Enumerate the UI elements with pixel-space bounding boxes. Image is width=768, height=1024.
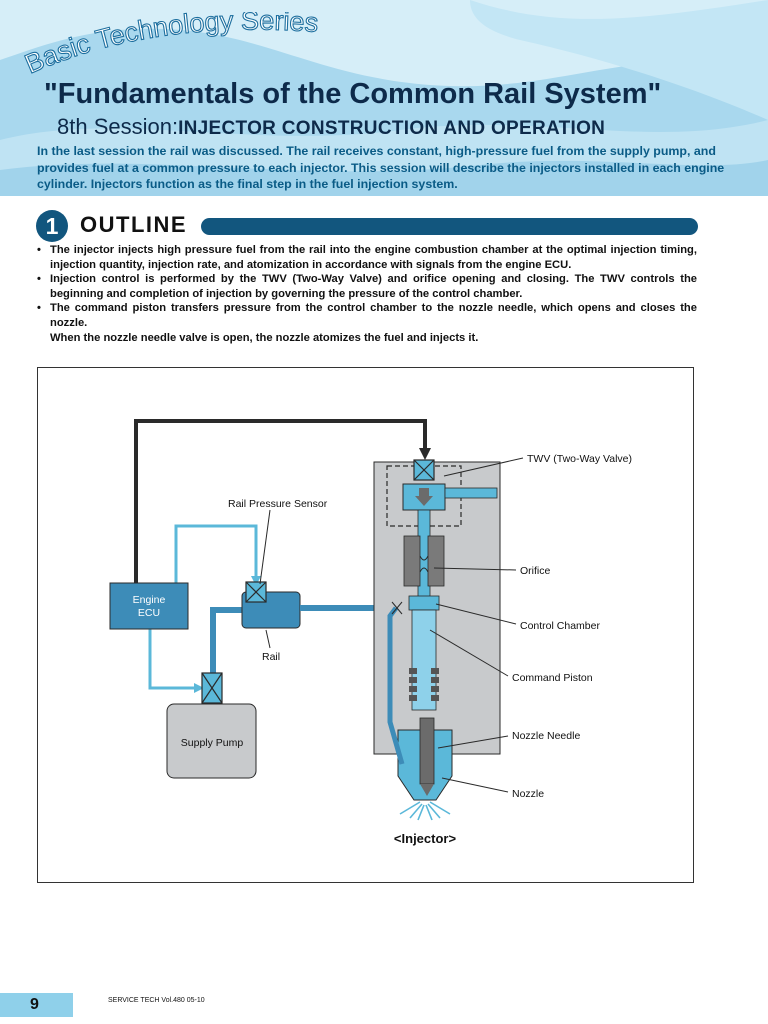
common-rail-diagram: Engine ECU Supply Pump	[109, 419, 632, 846]
outline-bullet-list: The injector injects high pressure fuel …	[37, 243, 697, 345]
figure-caption: <Injector>	[394, 831, 457, 846]
supply-pump-label: Supply Pump	[181, 737, 244, 749]
command-piston-label: Command Piston	[512, 672, 593, 684]
rail-pressure-sensor-label: Rail Pressure Sensor	[228, 498, 328, 510]
svg-text:Basic Technology Series: Basic Technology Series	[22, 12, 319, 79]
ecu-sensor-line	[174, 524, 261, 586]
orifice-block-left	[403, 535, 421, 587]
engine-ecu-label-line2: ECU	[138, 607, 160, 619]
needle-spring	[409, 668, 439, 701]
header-banner	[0, 0, 768, 196]
rail	[241, 581, 301, 629]
page-number: 9	[30, 996, 39, 1013]
orifice-block-right	[427, 535, 445, 587]
bullet-item: The command piston transfers pressure fr…	[37, 301, 697, 330]
pump-rail-fuel-line	[210, 607, 243, 673]
session-prefix: 8th Session:	[57, 114, 179, 139]
section-heading: 1 OUTLINE	[36, 210, 698, 242]
command-piston	[411, 609, 437, 711]
section-number-badge: 1	[36, 210, 68, 242]
section-rule	[201, 218, 698, 235]
intro-paragraph: In the last session the rail was discuss…	[37, 144, 725, 191]
section-title: OUTLINE	[80, 212, 188, 237]
header-wave-decoration	[0, 0, 768, 196]
bullet-continuation: When the nozzle needle valve is open, th…	[50, 331, 479, 344]
orifice-label: Orifice	[520, 565, 550, 577]
rail-label: Rail	[262, 651, 280, 663]
series-title: Basic Technology Series	[22, 12, 320, 80]
bullet-item: The injector injects high pressure fuel …	[37, 243, 697, 272]
injector-system-figure: Engine ECU Supply Pump	[37, 367, 694, 883]
ecu-pump-line	[148, 628, 204, 693]
nozzle-needle-label: Nozzle Needle	[512, 730, 580, 742]
session-title: 8th Session:INJECTOR CONSTRUCTION AND OP…	[57, 114, 605, 140]
control-chamber	[408, 595, 440, 611]
injector-feed-passage	[387, 606, 405, 765]
nozzle-label: Nozzle	[512, 788, 544, 800]
session-name: INJECTOR CONSTRUCTION AND OPERATION	[178, 118, 606, 139]
injector	[373, 459, 501, 821]
engine-ecu-label-line1: Engine	[133, 594, 166, 606]
fuel-spray	[399, 801, 451, 821]
control-chamber-label: Control Chamber	[520, 620, 600, 632]
leader-lines	[259, 457, 524, 793]
publication-footer: SERVICE TECH Vol.480 05-10	[108, 997, 205, 1004]
engine-ecu-box: Engine ECU	[109, 582, 189, 630]
ecu-signal-line	[134, 419, 431, 584]
leak-off-pipe	[444, 487, 498, 499]
bullet-item: Injection control is performed by the TW…	[37, 272, 697, 301]
twv-label: TWV (Two-Way Valve)	[527, 453, 632, 465]
page-number-tab	[0, 993, 73, 1017]
main-title: "Fundamentals of the Common Rail System"	[44, 78, 662, 110]
supply-pump: Supply Pump	[166, 672, 257, 779]
nozzle-needle	[419, 717, 435, 785]
